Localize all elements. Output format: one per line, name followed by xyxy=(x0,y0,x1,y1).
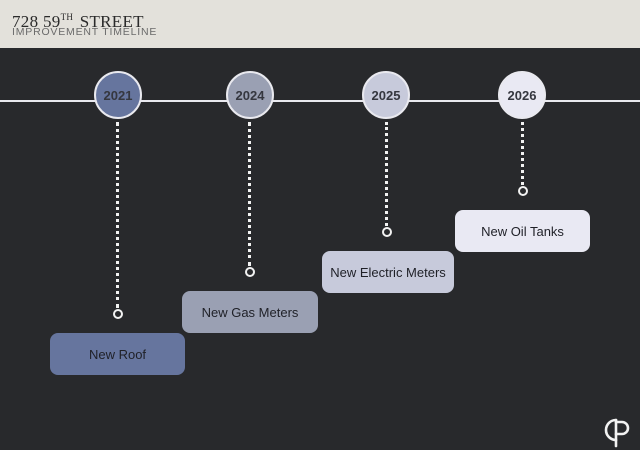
page-title: 728 59TH STREET xyxy=(12,12,144,31)
year-node-2025: 2025 xyxy=(362,71,410,119)
milestone-box-2025: New Electric Meters xyxy=(322,251,454,293)
year-label: 2026 xyxy=(507,87,537,103)
connector-end-dot xyxy=(518,186,528,196)
milestone-box-2026: New Oil Tanks xyxy=(455,210,590,252)
page-subtitle: IMPROVEMENT TIMELINE xyxy=(12,26,158,38)
connector-end-dot xyxy=(382,227,392,237)
monogram-logo-icon xyxy=(604,418,630,448)
dotted-connector xyxy=(521,122,524,185)
milestone-label: New Oil Tanks xyxy=(481,223,564,239)
milestone-label: New Electric Meters xyxy=(330,264,446,280)
dotted-connector xyxy=(385,122,388,226)
milestone-label: New Roof xyxy=(88,346,147,362)
milestone-box-2021: New Roof xyxy=(50,333,185,375)
year-label: 2025 xyxy=(371,87,401,103)
header-bar: 728 59TH STREET IMPROVEMENT TIMELINE xyxy=(0,0,640,48)
dotted-connector xyxy=(116,122,119,308)
year-label: 2021 xyxy=(103,87,133,103)
timeline-axis xyxy=(0,100,640,102)
connector-end-dot xyxy=(245,267,255,277)
year-label: 2024 xyxy=(235,87,265,103)
year-node-2021: 2021 xyxy=(94,71,142,119)
milestone-box-2024: New Gas Meters xyxy=(182,291,318,333)
milestone-label: New Gas Meters xyxy=(201,304,299,320)
connector-end-dot xyxy=(113,309,123,319)
year-node-2024: 2024 xyxy=(226,71,274,119)
dotted-connector xyxy=(248,122,251,266)
year-node-2026: 2026 xyxy=(498,71,546,119)
